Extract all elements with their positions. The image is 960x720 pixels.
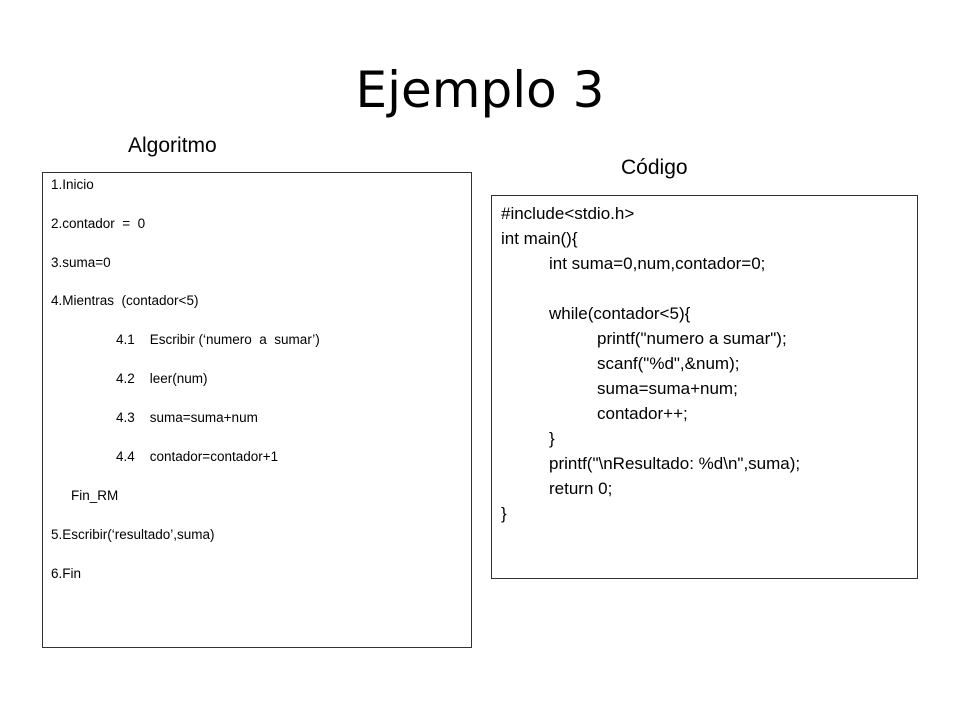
algorithm-line: 4.Mientras (contador<5) bbox=[51, 293, 199, 308]
code-line: printf("\nResultado: %d\n",suma); bbox=[549, 454, 801, 473]
algorithm-line: 4.2 leer(num) bbox=[116, 371, 208, 386]
algorithm-line: 4.3 suma=suma+num bbox=[116, 410, 258, 425]
code-line: suma=suma+num; bbox=[597, 379, 738, 398]
code-line: } bbox=[549, 429, 555, 448]
code-line: printf("numero a sumar"); bbox=[597, 329, 787, 348]
algorithm-line: 1.Inicio bbox=[51, 177, 94, 192]
code-line: while(contador<5){ bbox=[549, 304, 691, 323]
code-line: #include<stdio.h> bbox=[501, 204, 635, 223]
code-box: #include<stdio.h> int main(){ int suma=0… bbox=[491, 195, 918, 579]
algorithm-box: 1.Inicio 2.contador = 0 3.suma=0 4.Mient… bbox=[42, 172, 472, 648]
algorithm-line: 3.suma=0 bbox=[51, 255, 111, 270]
algorithm-line: 5.Escribir(‘resultado’,suma) bbox=[51, 527, 215, 542]
code-label: Código bbox=[621, 156, 688, 179]
algorithm-line: Fin_RM bbox=[71, 488, 119, 503]
algorithm-label: Algoritmo bbox=[128, 134, 217, 157]
algorithm-line: 4.1 Escribir (‘numero a sumar’) bbox=[116, 332, 320, 347]
algorithm-line: 6.Fin bbox=[51, 566, 82, 581]
code-line: scanf("%d",&num); bbox=[597, 354, 740, 373]
slide-title: Ejemplo 3 bbox=[355, 61, 605, 119]
algorithm-line: 4.4 contador=contador+1 bbox=[116, 449, 279, 464]
code-line: int main(){ bbox=[501, 229, 578, 248]
code-line: contador++; bbox=[597, 404, 688, 423]
code-line: return 0; bbox=[549, 479, 613, 498]
code-line: } bbox=[501, 504, 507, 523]
code-line: int suma=0,num,contador=0; bbox=[549, 254, 766, 273]
algorithm-line: 2.contador = 0 bbox=[51, 216, 146, 231]
